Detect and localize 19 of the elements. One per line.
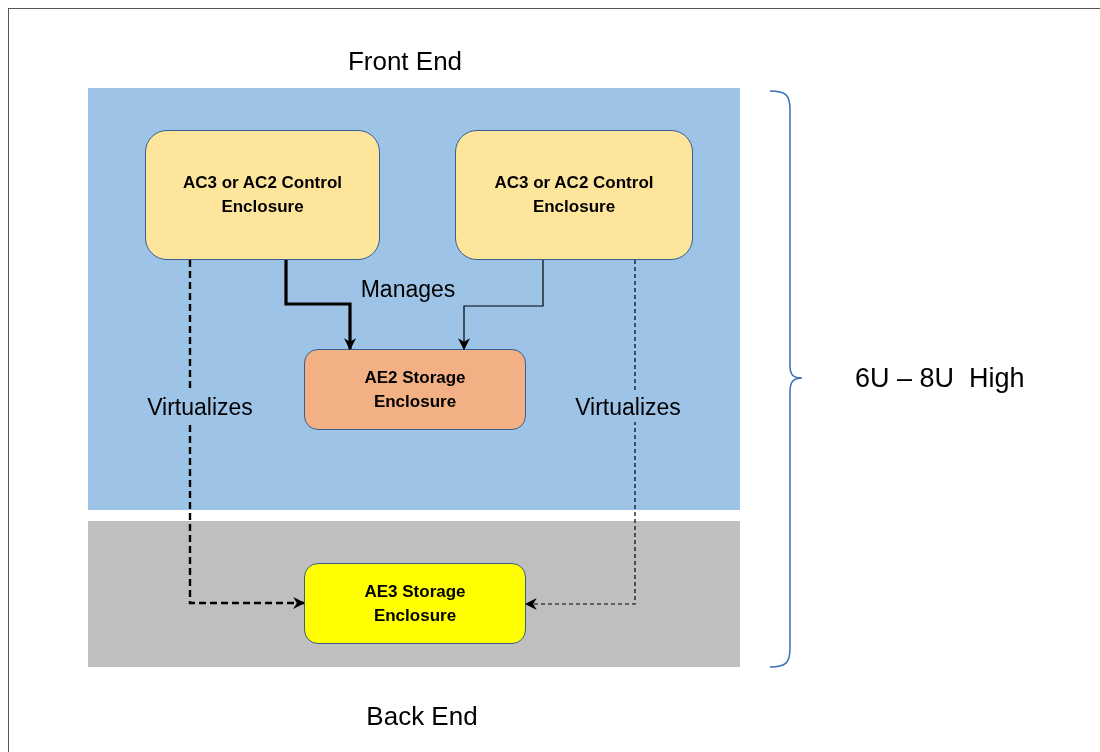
back-end-band (88, 521, 740, 667)
section-heading: Front End (346, 45, 464, 78)
control-enclosure-box (455, 130, 693, 260)
edge-label: Virtualizes (145, 392, 255, 422)
node-label: AE3 Storage Enclosure (363, 580, 467, 627)
edge-label: Virtualizes (573, 392, 683, 422)
arrow (188, 260, 306, 609)
control-enclosure-box (145, 130, 380, 260)
height-label: 6U – 8U High (855, 362, 1025, 395)
arrow (458, 259, 544, 351)
front-end-band (88, 88, 740, 510)
section-heading: Back End (365, 700, 479, 733)
node-label: AC3 or AC2 Control Enclosure (182, 172, 343, 218)
arrow (284, 260, 356, 351)
node-label: AC3 or AC2 Control Enclosure (493, 172, 655, 218)
storage-enclosure-box (304, 563, 526, 644)
node-label: AE2 Storage Enclosure (363, 366, 467, 413)
storage-enclosure-box (304, 349, 526, 430)
arrow (524, 259, 636, 610)
